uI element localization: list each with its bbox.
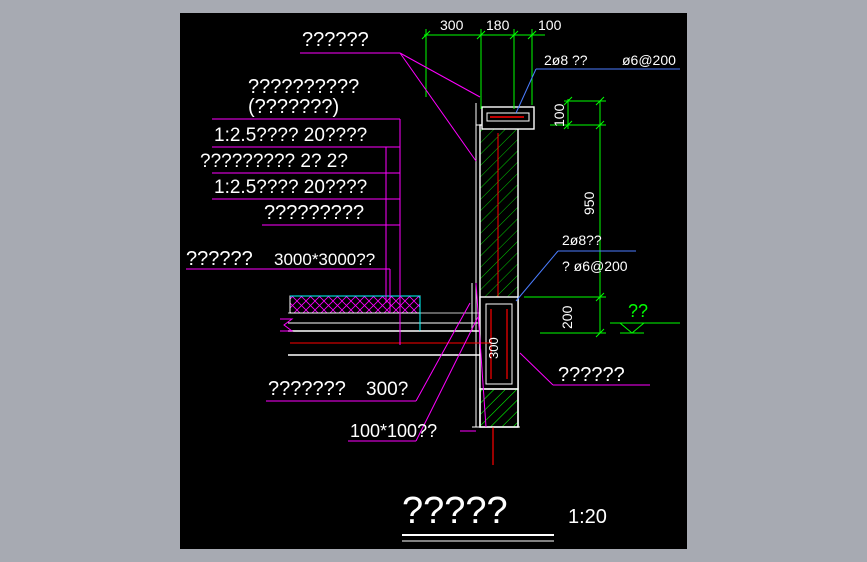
rebar-leaders bbox=[515, 68, 680, 302]
label-rebar-mid: 2ø8?? bbox=[562, 232, 602, 248]
dim-180: 180 bbox=[486, 17, 510, 33]
label-bottom1b: 300? bbox=[366, 379, 408, 400]
roof-slab bbox=[280, 283, 490, 356]
label-l4: 1:2.5???? 20???? bbox=[214, 177, 367, 198]
dim-950: 950 bbox=[581, 191, 597, 215]
label-level: ?? bbox=[628, 301, 648, 321]
label-l6a: ?????? bbox=[186, 248, 253, 270]
label-rebar-top: 2ø8 ?? bbox=[544, 52, 588, 68]
label-l5: ????????? bbox=[264, 202, 364, 224]
leader-lines bbox=[186, 52, 650, 442]
label-l1a: ?????????? bbox=[248, 76, 359, 98]
label-bottom1a: ??????? bbox=[268, 378, 346, 400]
dimension-lines bbox=[421, 29, 680, 338]
label-right-bottom: ?????? bbox=[558, 364, 625, 386]
dimension-texts: 300 180 100 100 950 200 300 bbox=[440, 17, 597, 359]
label-stirrup-top: ø6@200 bbox=[622, 52, 676, 68]
drawing-title-block: ????? 1:20 bbox=[402, 490, 607, 542]
label-top: ?????? bbox=[302, 29, 369, 51]
dim-100-side: 100 bbox=[551, 103, 567, 127]
label-stirrup-mid: ? ø6@200 bbox=[562, 258, 628, 274]
annotation-texts: ?????? 2ø8 ?? ø6@200 ?????????? (???????… bbox=[186, 29, 676, 441]
label-bottom2: 100*100?? bbox=[350, 421, 437, 441]
label-l1b: (???????) bbox=[248, 96, 339, 118]
dim-200: 200 bbox=[559, 305, 575, 329]
dim-300-vertical: 300 bbox=[486, 337, 501, 359]
label-l6b: 3000*3000?? bbox=[274, 250, 375, 269]
dim-300: 300 bbox=[440, 17, 464, 33]
cad-drawing-canvas: 300 180 100 100 950 200 300 ?????? 2ø8 ?… bbox=[180, 13, 687, 549]
label-l2: 1:2.5???? 20???? bbox=[214, 125, 367, 146]
parapet-detail-drawing: 300 180 100 100 950 200 300 ?????? 2ø8 ?… bbox=[186, 17, 680, 542]
drawing-scale: 1:20 bbox=[568, 506, 607, 528]
dim-100-top: 100 bbox=[538, 17, 562, 33]
label-l3: ????????? 2? 2? bbox=[200, 151, 348, 172]
drawing-title: ????? bbox=[402, 490, 508, 532]
